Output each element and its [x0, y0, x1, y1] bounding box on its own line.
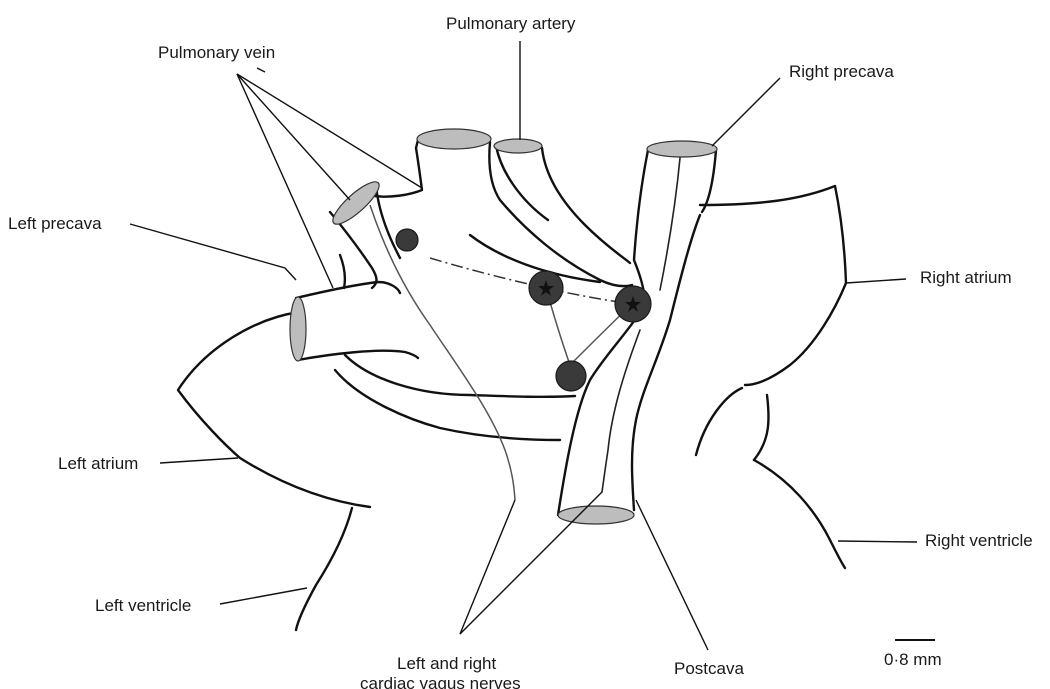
ganglion-dot	[396, 229, 418, 251]
ganglia	[396, 229, 651, 391]
label-left-ventricle: Left ventricle	[95, 596, 191, 615]
label-right-atrium: Right atrium	[920, 268, 1012, 287]
label-left-precava: Left precava	[8, 214, 102, 233]
heart-outline	[178, 186, 846, 630]
label-left-atrium: Left atrium	[58, 454, 138, 473]
label-scale-bar: 0·8 mm	[884, 650, 942, 669]
label-vagus-line2: cardiac vagus nerves	[360, 674, 521, 689]
label-pulmonary-artery: Pulmonary artery	[446, 14, 576, 33]
label-pulmonary-vein: Pulmonary vein	[158, 43, 275, 62]
ganglion-dot	[556, 361, 586, 391]
pulmonary-vein-stump	[328, 176, 400, 288]
pulmonary-trunk	[375, 129, 632, 286]
left-precava-stump	[290, 282, 418, 361]
label-postcava: Postcava	[674, 659, 744, 678]
label-right-ventricle: Right ventricle	[925, 531, 1033, 550]
label-vagus-line1: Left and right	[397, 654, 497, 673]
label-right-precava: Right precava	[789, 62, 894, 81]
leader-lines	[130, 41, 935, 650]
vena-cava	[558, 141, 717, 524]
